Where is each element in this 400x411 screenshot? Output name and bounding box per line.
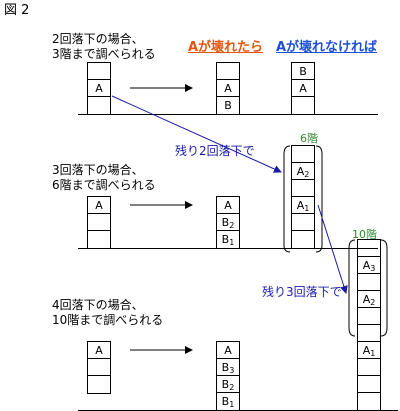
floor-cell: B bbox=[292, 63, 314, 80]
figure-title: 図 2 bbox=[4, 3, 30, 18]
floor-cell: A bbox=[292, 80, 314, 97]
floor-10-label: 10階 bbox=[352, 228, 377, 241]
floor-cell: A bbox=[88, 80, 110, 97]
bracket-6-right bbox=[315, 145, 323, 253]
floor-cell: A3 bbox=[358, 257, 380, 274]
floor-cell: A1 bbox=[358, 342, 380, 359]
floor-cell: A2 bbox=[292, 163, 314, 180]
floor-cell-label: A bbox=[95, 82, 103, 95]
floor-cell bbox=[292, 214, 314, 231]
remaining-two-drops-note: 残り2回落下で bbox=[175, 144, 255, 158]
floor-cell-subscript: 2 bbox=[304, 170, 310, 179]
connector-to-10-floors bbox=[317, 204, 348, 294]
floor-cell bbox=[358, 325, 380, 342]
floor-cell-label: B bbox=[221, 361, 230, 374]
floor-cell bbox=[217, 63, 239, 80]
section-3-line-2: 10階まで調べられる bbox=[52, 313, 164, 327]
floor-cell: A bbox=[88, 342, 110, 359]
bracket-10-left bbox=[348, 239, 356, 337]
section-1-line-2: 3階まで調べられる bbox=[52, 47, 156, 61]
stack-4-drops-start: A bbox=[87, 341, 111, 394]
floor-cell: B3 bbox=[217, 359, 239, 376]
floor-cell-label: A bbox=[296, 199, 305, 212]
stack-3-drops-start: A bbox=[87, 196, 111, 249]
connector-to-6-floors bbox=[111, 95, 282, 173]
floor-cell-label: A bbox=[362, 259, 371, 272]
floor-cell bbox=[88, 63, 110, 80]
floor-cell-label: B bbox=[221, 216, 230, 229]
floor-cell: B bbox=[217, 97, 239, 114]
floor-cell-label: B bbox=[224, 99, 232, 112]
floor-cell: B1 bbox=[217, 393, 239, 410]
floor-cell bbox=[358, 376, 380, 393]
floor-cell bbox=[358, 240, 380, 257]
floor-cell bbox=[292, 180, 314, 197]
floor-cell-subscript: 1 bbox=[229, 238, 235, 247]
ground-line-2 bbox=[78, 248, 378, 249]
floor-cell bbox=[88, 359, 110, 376]
floor-cell: A2 bbox=[358, 291, 380, 308]
floor-cell-label: B bbox=[221, 395, 230, 408]
floor-cell-label: A bbox=[95, 199, 103, 212]
section-2-line-2: 6階まで調べられる bbox=[52, 178, 156, 192]
floor-cell-subscript: 1 bbox=[304, 204, 310, 213]
floor-cell-subscript: 3 bbox=[229, 366, 235, 375]
floor-cell-label: A bbox=[224, 199, 232, 212]
floor-cell-label: B bbox=[221, 378, 230, 391]
floor-cell bbox=[358, 308, 380, 325]
floor-cell: A bbox=[88, 197, 110, 214]
floor-cell-subscript: 1 bbox=[229, 400, 235, 409]
floor-cell bbox=[88, 214, 110, 231]
floor-cell-label: A bbox=[362, 344, 371, 357]
floor-cell: B2 bbox=[217, 376, 239, 393]
remaining-three-drops-note: 残り3回落下で bbox=[262, 285, 342, 299]
floor-cell: A bbox=[217, 80, 239, 97]
floor-cell: B2 bbox=[217, 214, 239, 231]
floor-6-label: 6階 bbox=[300, 132, 318, 145]
ground-line-1 bbox=[78, 114, 378, 115]
section-2-line-1: 3回落下の場合、 bbox=[52, 163, 144, 177]
header-if-not-broken: Aが壊れなければ bbox=[276, 40, 378, 55]
floor-cell-label: A bbox=[224, 82, 232, 95]
floor-cell bbox=[292, 146, 314, 163]
floor-cell-label: B bbox=[221, 233, 230, 246]
floor-cell-label: A bbox=[95, 344, 103, 357]
floor-cell: B1 bbox=[217, 231, 239, 248]
floor-cell: A bbox=[217, 197, 239, 214]
stack-2-drops-start: A bbox=[87, 62, 111, 115]
floor-cell-subscript: 2 bbox=[229, 221, 235, 230]
section-3-line-1: 4回落下の場合、 bbox=[52, 298, 144, 312]
floor-cell-label: A bbox=[296, 165, 305, 178]
section-1-line-1: 2回落下の場合、 bbox=[52, 32, 144, 46]
floor-cell bbox=[358, 359, 380, 376]
floor-cell: A bbox=[217, 342, 239, 359]
floor-cell-label: A bbox=[224, 344, 232, 357]
floor-cell-subscript: 2 bbox=[370, 298, 376, 307]
floor-cell: A1 bbox=[292, 197, 314, 214]
header-if-broken: Aが壊れたら bbox=[188, 40, 264, 55]
floor-cell-label: A bbox=[362, 293, 371, 306]
floor-cell-subscript: 3 bbox=[370, 264, 376, 273]
bracket-10-right bbox=[380, 239, 388, 337]
floor-cell-label: B bbox=[299, 65, 307, 78]
floor-cell bbox=[358, 274, 380, 291]
floor-cell-subscript: 2 bbox=[229, 383, 235, 392]
floor-cell-label: A bbox=[299, 82, 307, 95]
bracket-6-left bbox=[283, 145, 291, 253]
floor-cell-subscript: 1 bbox=[370, 349, 376, 358]
